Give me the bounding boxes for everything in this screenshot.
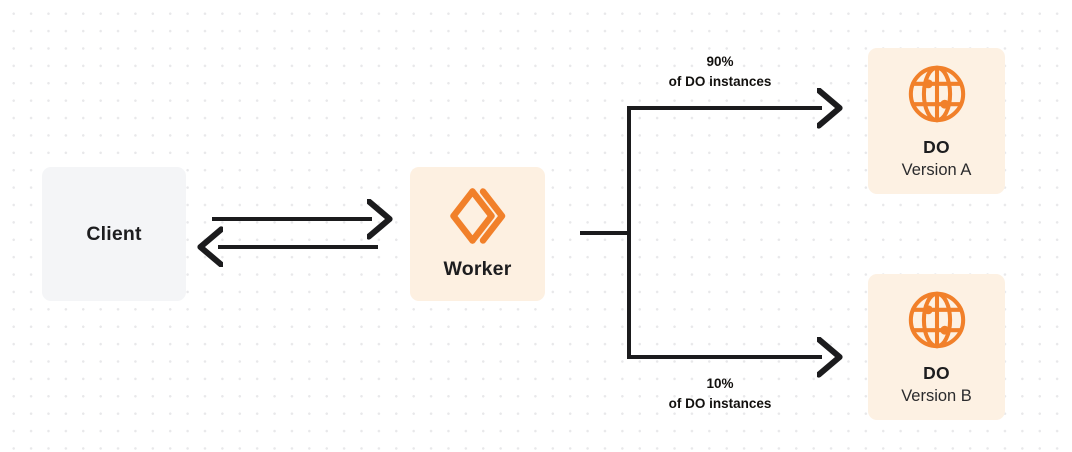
node-client[interactable]: Client [42, 167, 186, 301]
edge-label-top: 90% of DO instances [604, 52, 836, 91]
client-label: Client [86, 222, 142, 245]
do-b-subtitle: Version B [901, 386, 972, 405]
edge-label-bottom: 10% of DO instances [604, 374, 836, 413]
do-a-subtitle: Version A [901, 160, 972, 179]
edge-label-top-caption: of DO instances [668, 73, 772, 89]
edge-label-bottom-caption: of DO instances [668, 395, 772, 411]
node-worker[interactable]: Worker [410, 167, 545, 301]
worker-label: Worker [443, 257, 512, 280]
edge-label-top-percent: 90% [706, 54, 734, 69]
do-b-title: DO [923, 362, 950, 383]
edge-label-bottom-percent: 10% [706, 376, 734, 391]
node-do-version-a[interactable]: DO Version A [868, 48, 1005, 194]
cloudflare-workers-icon [447, 187, 509, 244]
do-a-title: DO [923, 136, 950, 157]
durable-object-globe-icon [906, 63, 968, 125]
durable-object-globe-icon [906, 289, 968, 351]
node-do-version-b[interactable]: DO Version B [868, 274, 1005, 420]
